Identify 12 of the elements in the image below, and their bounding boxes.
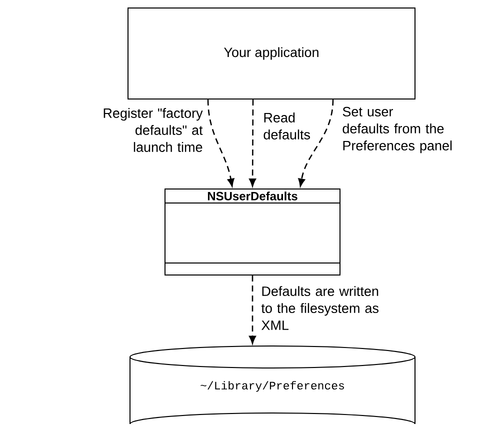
arrow xyxy=(249,276,256,344)
arrow xyxy=(298,99,334,187)
database-cylinder: ~/Library/Preferences xyxy=(130,346,416,424)
edge-label: Defaults are written to the filesystem as XML xyxy=(261,286,378,330)
node-label: ~/Library/Preferences xyxy=(200,381,344,392)
application-box: Your application xyxy=(128,8,416,100)
arrow xyxy=(207,99,234,187)
edge-label: Set user defaults from the Preferences panel xyxy=(342,106,452,154)
class-box: NSUserDefaults xyxy=(164,188,340,276)
arrow xyxy=(249,100,256,187)
edge-label: Register "factory defaults" at launch time xyxy=(104,108,203,152)
edge-label: Read defaults xyxy=(264,112,310,140)
